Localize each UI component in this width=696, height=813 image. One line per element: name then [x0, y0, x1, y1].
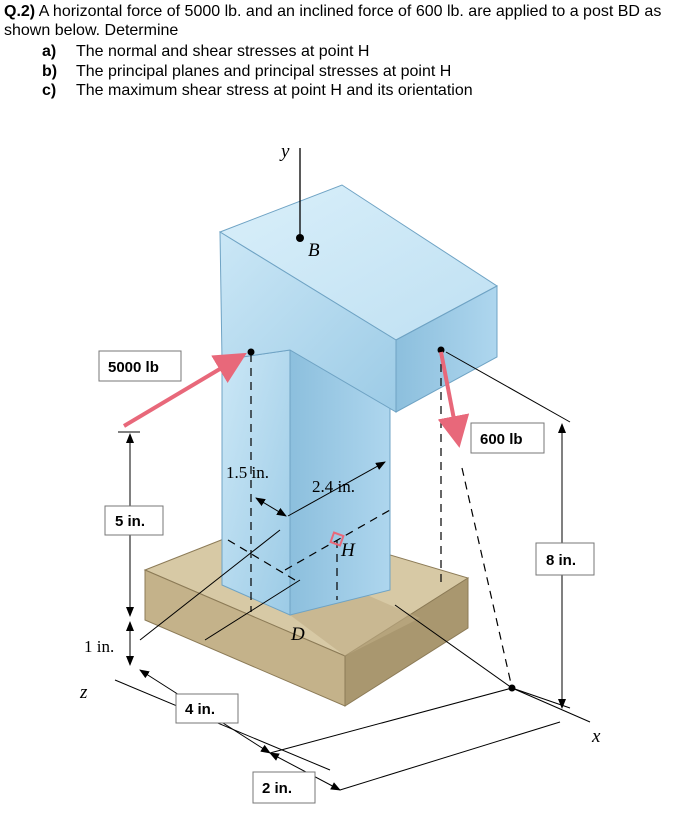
point-d-label: D — [290, 624, 305, 645]
dashed-lines — [227, 350, 513, 689]
z-axis-label: z — [79, 682, 88, 703]
point-b-label: B — [308, 240, 320, 261]
y-axis — [296, 148, 304, 242]
part-b-text: The principal planes and principal stres… — [76, 62, 452, 80]
force-arrows — [122, 351, 470, 448]
x-axis-label: x — [591, 726, 601, 747]
svg-text:5 in.: 5 in. — [115, 513, 145, 530]
svg-text:4 in.: 4 in. — [185, 701, 215, 718]
label-8in: 8 in. — [535, 542, 595, 576]
svg-text:5000 lb: 5000 lb — [108, 359, 159, 376]
question-number: Q.2) — [4, 3, 36, 20]
svg-text:8 in.: 8 in. — [546, 552, 576, 569]
dim-2-4in-label: 2.4 in. — [312, 477, 355, 496]
label-5in: 5 in. — [104, 505, 164, 536]
post-top — [218, 184, 498, 413]
label-2in: 2 in. — [252, 771, 316, 804]
part-b: b) The principal planes and principal str… — [42, 62, 473, 82]
svg-text:2 in.: 2 in. — [262, 780, 292, 797]
post-body — [221, 349, 391, 616]
question-body: A horizontal force of 5000 lb. and an in… — [4, 3, 662, 39]
part-c-text: The maximum shear stress at point H and … — [76, 82, 473, 99]
dim-1-5in-label: 1.5 in. — [226, 463, 269, 482]
label-4in: 4 in. — [175, 693, 239, 724]
svg-text:600 lb: 600 lb — [480, 431, 523, 448]
part-c-letter: c) — [42, 82, 57, 99]
y-axis-label: y — [279, 141, 290, 162]
part-b-letter: b) — [42, 62, 58, 80]
part-c: c) The maximum shear stress at point H an… — [42, 81, 473, 101]
label-5000lb: 5000 lb — [98, 350, 182, 382]
part-a-letter: a) — [42, 43, 57, 60]
question-parts: a) The normal and shear stresses at point… — [42, 42, 473, 101]
part-a: a) The normal and shear stresses at point… — [42, 42, 473, 62]
label-600lb: 600 lb — [470, 422, 545, 454]
point-h-label: H — [340, 540, 356, 561]
part-a-text: The normal and shear stresses at point H — [76, 43, 370, 60]
dim-1in-label: 1 in. — [84, 637, 114, 656]
question-text: Q.2) A horizontal force of 5000 lb. and … — [4, 2, 694, 40]
